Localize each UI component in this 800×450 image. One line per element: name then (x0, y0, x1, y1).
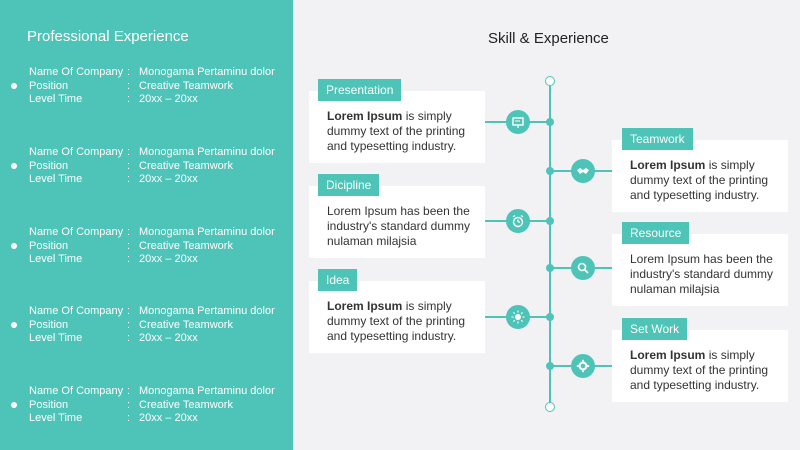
card-description: Lorem Ipsum is simply dummy text of the … (327, 109, 466, 153)
bullet-dot (11, 243, 17, 249)
skill-card-teamwork: Lorem Ipsum is simply dummy text of the … (612, 140, 788, 212)
experience-entry: Name Of Company:Monogama Pertaminu dolor… (0, 385, 293, 427)
bullet-dot (11, 322, 17, 328)
professional-experience-panel: Professional Experience Name Of Company:… (0, 0, 293, 450)
experience-entry: Name Of Company:Monogama Pertaminu dolor… (0, 305, 293, 347)
card-label-dicipline: Dicipline (318, 174, 380, 196)
panel-title: Professional Experience (27, 28, 189, 45)
card-label-set-work: Set Work (622, 318, 688, 340)
timeline-dot (546, 313, 554, 321)
bullet-dot (11, 402, 17, 408)
timeline-dot (546, 118, 554, 126)
skill-card-set-work: Lorem Ipsum is simply dummy text of the … (612, 330, 788, 402)
card-description: Lorem Ipsum is simply dummy text of the … (630, 348, 769, 392)
timeline-dot (546, 217, 554, 225)
alarm-clock-icon (506, 209, 530, 233)
experience-entry: Name Of Company:Monogama Pertaminu dolor… (0, 66, 293, 108)
card-description: Lorem Ipsum has been the industry's stan… (327, 204, 471, 248)
skill-card-dicipline: Lorem Ipsum has been the industry's stan… (309, 186, 485, 258)
bullet-dot (11, 83, 17, 89)
lightbulb-icon (506, 305, 530, 329)
skill-card-resource: Lorem Ipsum has been the industry's stan… (612, 234, 788, 306)
card-description: Lorem Ipsum has been the industry's stan… (630, 252, 774, 296)
timeline-end-marker (545, 402, 555, 412)
timeline-line (549, 86, 551, 404)
card-label-idea: Idea (318, 269, 358, 291)
bullet-dot (11, 163, 17, 169)
experience-entry: Name Of Company:Monogama Pertaminu dolor… (0, 146, 293, 188)
handshake-icon (571, 159, 595, 183)
card-label-resource: Resource (622, 222, 690, 244)
section-title: Skill & Experience (488, 30, 609, 47)
skill-card-presentation: Lorem Ipsum is simply dummy text of the … (309, 91, 485, 163)
gear-icon (571, 354, 595, 378)
experience-entry: Name Of Company:Monogama Pertaminu dolor… (0, 226, 293, 268)
magnifier-icon (571, 256, 595, 280)
skill-card-idea: Lorem Ipsum is simply dummy text of the … (309, 281, 485, 353)
presentation-board-icon (506, 110, 530, 134)
timeline-start-marker (545, 76, 555, 86)
card-label-presentation: Presentation (318, 79, 402, 101)
card-description: Lorem Ipsum is simply dummy text of the … (630, 158, 769, 202)
card-label-teamwork: Teamwork (622, 128, 693, 150)
card-description: Lorem Ipsum is simply dummy text of the … (327, 299, 466, 343)
